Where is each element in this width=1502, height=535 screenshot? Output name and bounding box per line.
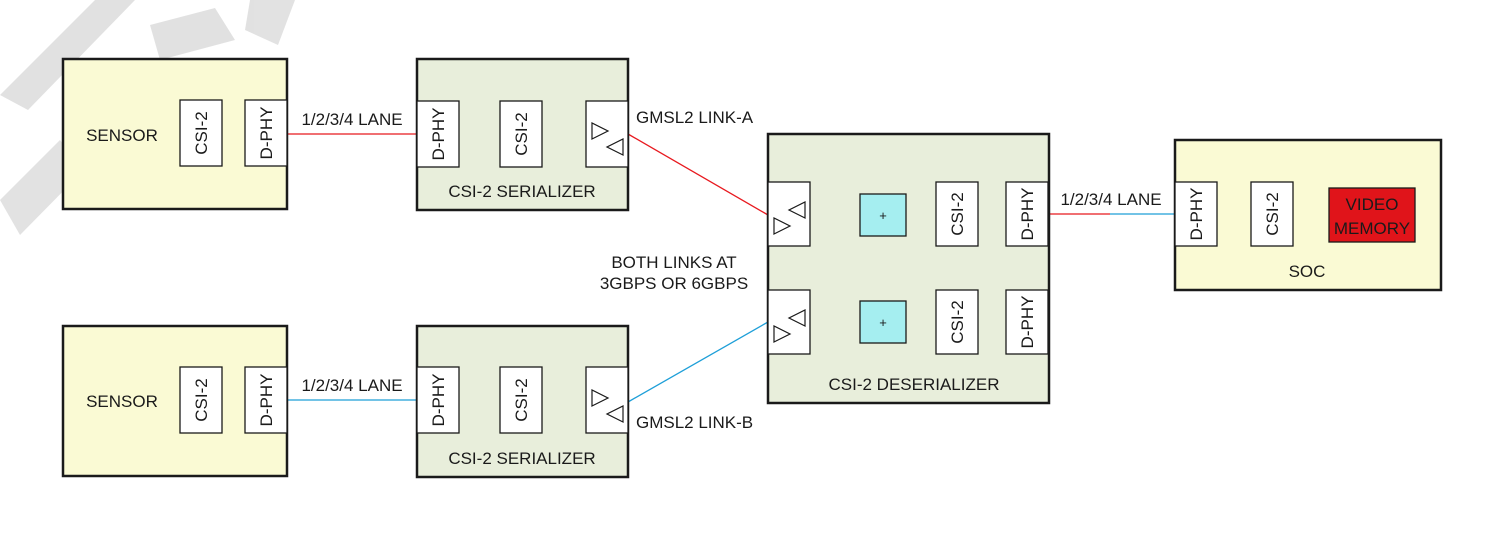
serializer-bottom-driver-box (585, 366, 629, 434)
sensor-bottom-csi-label: CSI-2 (192, 378, 211, 421)
sensor-bottom-block: SENSOR CSI-2 D-PHY (61, 324, 289, 478)
sensor-top-label: SENSOR (86, 126, 158, 145)
lane-label-soc: 1/2/3/4 LANE (1060, 190, 1161, 209)
lane-label-top: 1/2/3/4 LANE (301, 110, 402, 129)
serializer-top-driver-icon (591, 122, 624, 156)
serializer-top-phy-box (416, 100, 460, 168)
soc-memory-line2: MEMORY (1334, 219, 1410, 238)
serializer-top-driver-box (585, 100, 629, 168)
sensor-top-phy-label: D-PHY (257, 107, 276, 160)
deser-csi-bottom-box (935, 289, 979, 355)
soc-phy-box (1174, 181, 1218, 247)
serializer-bottom-label: CSI-2 SERIALIZER (448, 449, 595, 468)
both-links-line1: BOTH LINKS AT (611, 253, 736, 272)
deser-driver-b-box (767, 289, 811, 355)
sensor-bottom-label: SENSOR (86, 392, 158, 411)
serializer-top-block: D-PHY CSI-2 CSI-2 SERIALIZER (415, 57, 630, 212)
serializer-bottom-block: D-PHY CSI-2 CSI-2 SERIALIZER (415, 324, 630, 479)
deser-driver-a-icon (773, 201, 806, 235)
serializer-top-csi-box (499, 100, 543, 168)
soc-block: D-PHY CSI-2 VIDEO MEMORY SOC (1173, 138, 1443, 292)
sensor-top-block: SENSOR CSI-2 D-PHY (61, 57, 289, 211)
deser-plus-top-label: + (879, 208, 887, 223)
serializer-top-csi-label: CSI-2 (512, 112, 531, 155)
sensor-top-phy-box (244, 99, 288, 167)
gmsl-link-b-line (627, 321, 769, 403)
soc-csi-box (1250, 181, 1294, 247)
sensor-bottom-phy-label: D-PHY (257, 374, 276, 427)
deser-phy-top-label: D-PHY (1018, 188, 1037, 241)
both-links-line2: 3GBPS OR 6GBPS (600, 274, 748, 293)
gmsl-link-a-label: GMSL2 LINK-A (636, 108, 754, 127)
soc-csi-label: CSI-2 (1263, 192, 1282, 235)
soc-label: SOC (1289, 262, 1326, 281)
gmsl-link-a-line (627, 133, 769, 216)
deser-csi-top-label: CSI-2 (948, 192, 967, 235)
sensor-bottom-csi-box (179, 366, 223, 434)
serializer-top-phy-label: D-PHY (429, 108, 448, 161)
deser-csi-top-box (935, 181, 979, 247)
serializer-bottom-phy-box (416, 366, 460, 434)
deser-phy-bottom-label: D-PHY (1018, 296, 1037, 349)
deser-driver-a-box (767, 181, 811, 247)
deser-phy-top-box (1005, 181, 1049, 247)
serializer-bottom-driver-icon (591, 389, 624, 423)
sensor-bottom-phy-box (244, 366, 288, 434)
deser-driver-b-icon (773, 309, 806, 343)
deser-plus-bottom-box (859, 300, 907, 344)
deser-csi-bottom-label: CSI-2 (948, 300, 967, 343)
lane-label-bottom: 1/2/3/4 LANE (301, 376, 402, 395)
deser-phy-bottom-box (1005, 289, 1049, 355)
deserializer-block: + + CSI-2 D-PHY CSI-2 D-PHY CSI-2 DESERI… (766, 132, 1051, 405)
deser-plus-bottom-label: + (879, 315, 887, 330)
soc-memory-line1: VIDEO (1346, 195, 1399, 214)
gmsl-link-b-label: GMSL2 LINK-B (636, 413, 753, 432)
soc-phy-label: D-PHY (1187, 188, 1206, 241)
sensor-top-csi-box (179, 99, 223, 167)
serializer-bottom-phy-label: D-PHY (429, 374, 448, 427)
soc-video-memory-box (1328, 187, 1416, 243)
deser-plus-top-box (859, 193, 907, 237)
deserializer-label: CSI-2 DESERIALIZER (829, 375, 1000, 394)
serializer-bottom-csi-box (499, 366, 543, 434)
sensor-top-csi-label: CSI-2 (192, 111, 211, 154)
serializer-bottom-csi-label: CSI-2 (512, 378, 531, 421)
serializer-top-label: CSI-2 SERIALIZER (448, 182, 595, 201)
